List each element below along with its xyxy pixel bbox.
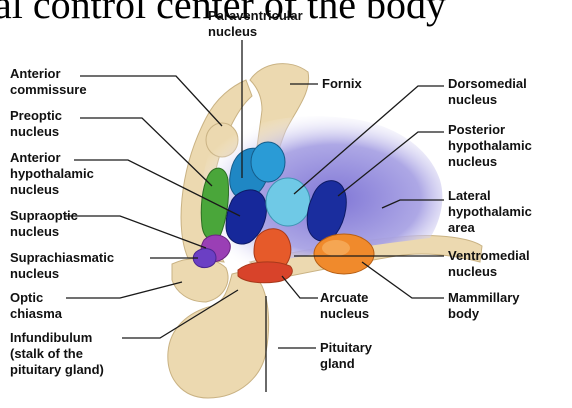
label-preoptic: Preoptic nucleus	[10, 108, 66, 139]
label-optic-chiasma: Optic chiasma	[10, 290, 63, 321]
label-anterior-commissure: Anterior commissure	[10, 66, 87, 97]
label-paraventricular: Paraventricular nucleus	[208, 8, 306, 39]
arcuate-nucleus	[237, 261, 293, 284]
leader-lines	[64, 40, 444, 392]
label-pituitary: Pituitary gland	[320, 340, 376, 371]
label-infundibulum: Infundibulum (stalk of the pituitary gla…	[10, 330, 104, 377]
label-posterior-hypothalamic: Posterior hypothalamic nucleus	[448, 122, 535, 169]
label-arcuate: Arcuate nucleus	[320, 290, 372, 321]
label-anterior-hypothalamic: Anterior hypothalamic nucleus	[10, 150, 97, 197]
suprachiasmatic-nucleus	[192, 248, 217, 269]
posterior-hypothalamic-nucleus	[306, 180, 347, 242]
label-suprachiasmatic: Suprachiasmatic nucleus	[10, 250, 118, 281]
title-fragment: al control center of the body	[0, 0, 446, 27]
labels: Paraventricular nucleus Anterior commiss…	[10, 8, 535, 377]
label-fornix: Fornix	[322, 76, 362, 91]
mammillary-body-highlight	[322, 240, 350, 256]
paraventricular-nucleus-upper	[250, 141, 286, 183]
label-mammillary: Mammillary body	[448, 290, 523, 321]
anterior-hypothalamic-nucleus	[225, 189, 267, 245]
label-lateral-hypothalamic: Lateral hypothalamic area	[448, 188, 535, 235]
label-ventromedial: Ventromedial nucleus	[448, 248, 533, 279]
label-dorsomedial: Dorsomedial nucleus	[448, 76, 530, 107]
label-supraoptic: Supraoptic nucleus	[10, 208, 82, 239]
